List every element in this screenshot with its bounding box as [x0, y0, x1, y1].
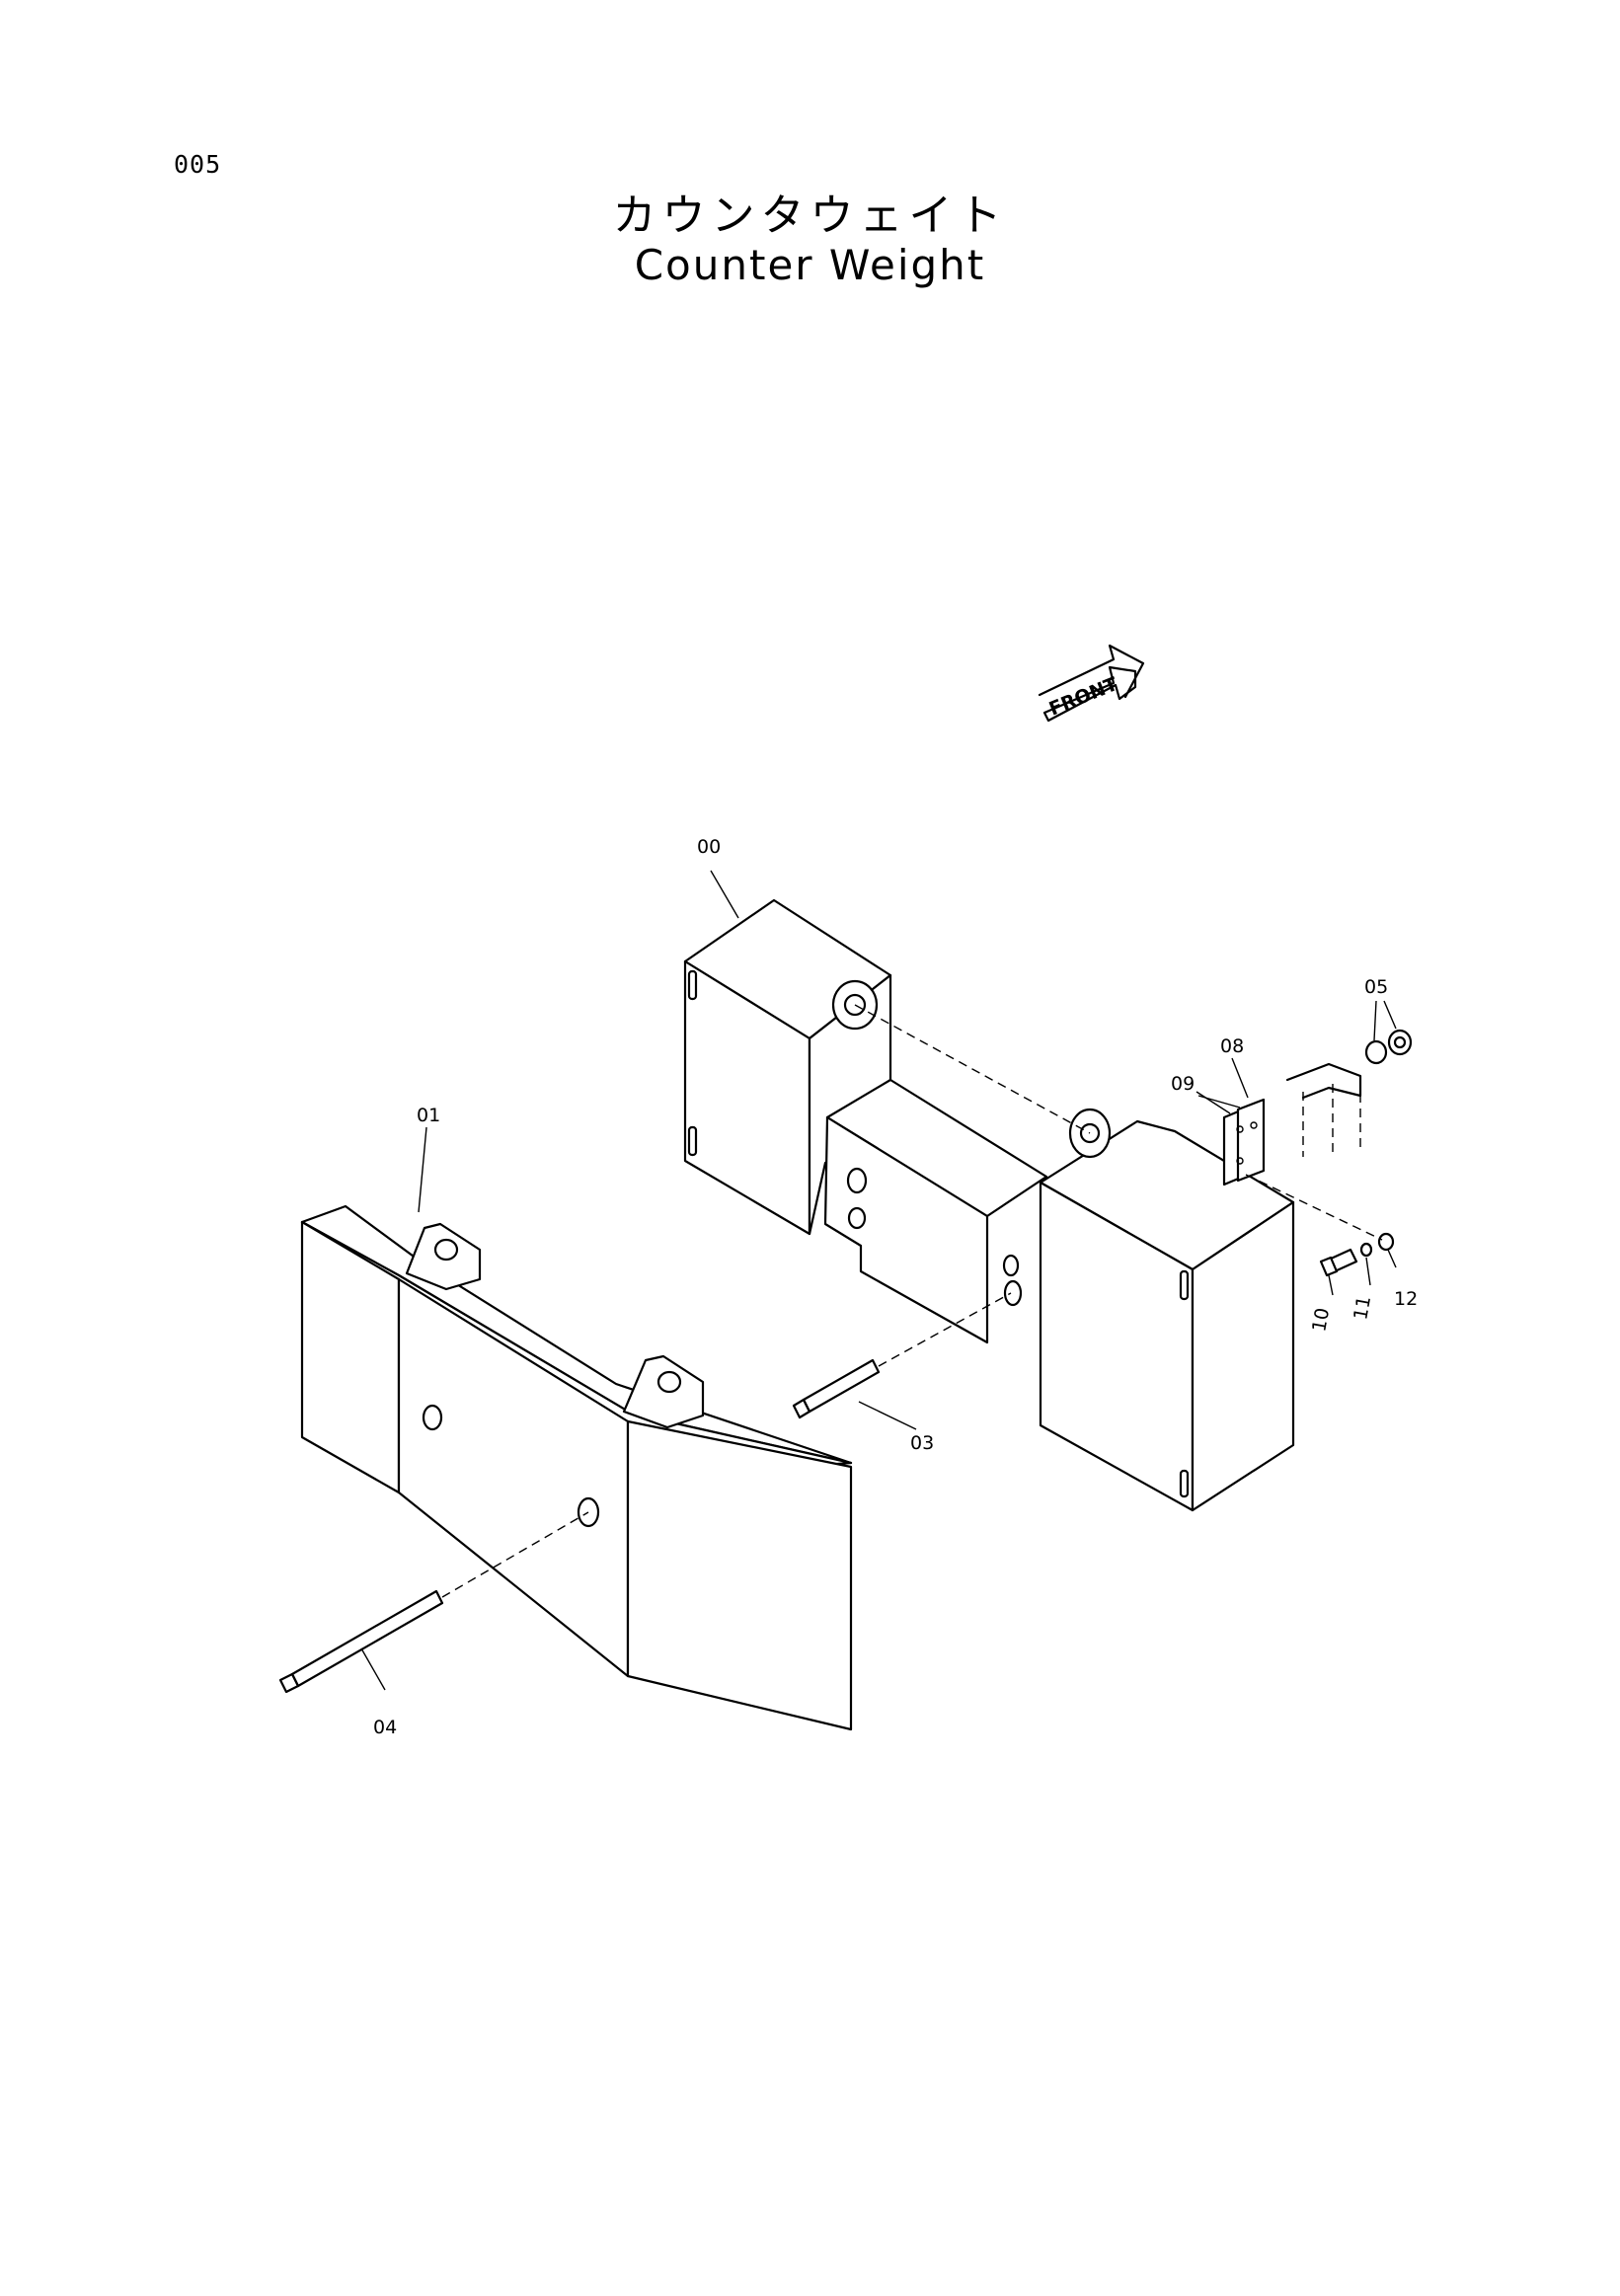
callout-12: 12: [1394, 1288, 1418, 1310]
callout-08: 08: [1220, 1035, 1244, 1057]
callout-00: 00: [697, 836, 721, 858]
bolt-04: [278, 1511, 589, 1694]
callout-03: 03: [910, 1432, 934, 1454]
bolt-03: [792, 1292, 1012, 1419]
callout-11: 11: [1350, 1294, 1375, 1322]
leader-lines: [360, 870, 1397, 1691]
title-english: Counter Weight: [634, 241, 986, 289]
callout-10: 10: [1308, 1306, 1334, 1334]
page-number: 005: [174, 150, 222, 179]
callout-04: 04: [373, 1717, 397, 1738]
counterweight-body: [683, 898, 1295, 1512]
callout-09: 09: [1171, 1073, 1195, 1095]
counterweight-front: [300, 1204, 853, 1731]
front-arrow-icon: [1038, 644, 1145, 723]
callout-01: 01: [417, 1105, 440, 1126]
title-japanese: カウンタウェイト: [612, 191, 1008, 241]
front-label: FRONT: [1046, 673, 1121, 721]
callout-05: 05: [1364, 976, 1388, 998]
bracket-hardware: [1222, 1029, 1413, 1277]
